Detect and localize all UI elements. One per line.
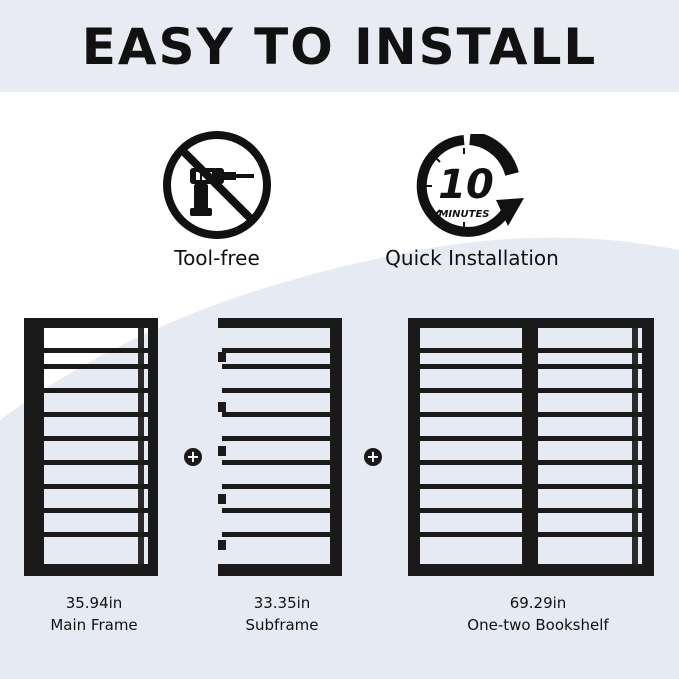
subframe-shelf [218,318,342,576]
plus-icon: + [184,448,202,466]
caption-subframe: 33.35in Subframe [212,592,352,636]
plus-icon: + [364,448,382,466]
main-frame-size: 35.94in [65,594,123,612]
subframe-name: Subframe [245,616,319,634]
no-drill-icon [163,131,271,239]
feature-label-tool-free: Tool-free [174,246,260,270]
caption-main-frame: 35.94in Main Frame [24,592,164,636]
subframe-size: 33.35in [253,594,311,612]
combined-size: 69.29in [509,594,567,612]
caption-combined-bookshelf: 69.29in One-two Bookshelf [438,592,638,636]
ten-minutes-timer-icon: 10 MINUTES [416,134,524,237]
header-band [0,0,679,92]
feature-label-quick-installation: Quick Installation [385,246,559,270]
combined-name: One-two Bookshelf [467,616,609,634]
main-frame-shelf [24,318,158,576]
timer-number: 10 [438,162,494,208]
timer-unit: MINUTES [438,209,489,220]
page-title: EASY TO INSTALL [81,18,598,76]
combined-bookshelf [408,318,654,576]
main-frame-name: Main Frame [50,616,138,634]
